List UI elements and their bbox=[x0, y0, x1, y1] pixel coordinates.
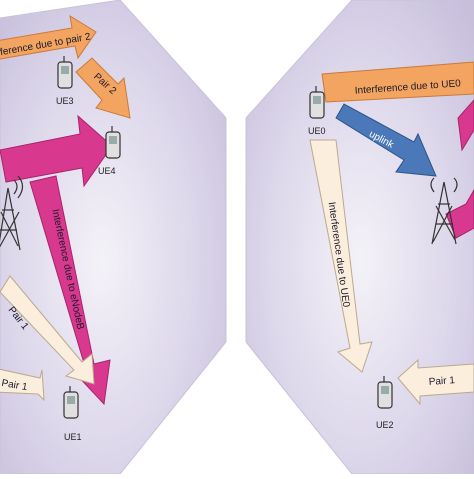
left-cell bbox=[0, 0, 227, 475]
ue2-phone-icon bbox=[377, 376, 393, 409]
right-cell bbox=[245, 0, 474, 475]
enodeb-to-ue4-arrow bbox=[0, 114, 113, 188]
ue1-label: UE1 bbox=[64, 432, 82, 442]
ue1-phone-icon bbox=[63, 386, 79, 419]
interference-ue0-top-arrow: Interference due to UE0 bbox=[321, 61, 474, 103]
pair1-left-b-arrow: Pair 1 bbox=[0, 368, 45, 402]
ue4-label: UE4 bbox=[98, 166, 116, 176]
left-enodeb-tower bbox=[0, 175, 24, 251]
pair1-right-label: Pair 1 bbox=[428, 375, 455, 388]
pair1-right-arrow: Pair 1 bbox=[397, 358, 474, 406]
ue3-label: UE3 bbox=[56, 96, 74, 106]
right-enodeb-tower bbox=[430, 177, 458, 245]
ue0-phone-icon bbox=[309, 86, 325, 119]
ue2-label: UE2 bbox=[376, 420, 394, 430]
ue4-phone-icon bbox=[105, 126, 121, 159]
ue0-label: UE0 bbox=[308, 126, 326, 136]
ue3-phone-icon bbox=[57, 56, 73, 89]
pair1-left-b-label: Pair 1 bbox=[1, 378, 29, 393]
